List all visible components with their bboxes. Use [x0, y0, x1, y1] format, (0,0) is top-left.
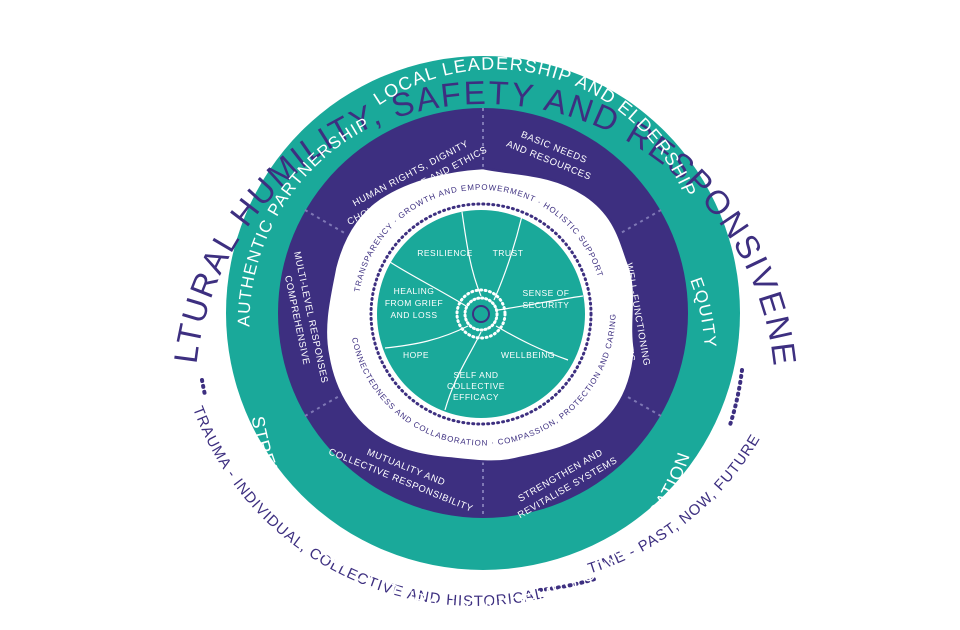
core-security-1: SENSE OF — [523, 288, 570, 298]
core-efficacy-3: EFFICACY — [453, 392, 499, 402]
core-efficacy-2: COLLECTIVE — [447, 381, 505, 391]
core-security-2: SECURITY — [523, 300, 570, 310]
core-resilience: RESILIENCE — [417, 248, 473, 258]
core-healing-1: HEALING — [394, 286, 435, 296]
center-dots — [455, 288, 507, 340]
dotted-ring — [369, 202, 593, 426]
core-healing-3: AND LOSS — [391, 310, 438, 320]
core-trust: TRUST — [493, 248, 524, 258]
core-dividers — [384, 211, 584, 411]
core-efficacy-1: SELF AND — [453, 370, 498, 380]
core-wellbeing: WELLBEING — [501, 350, 555, 360]
core-disc — [377, 210, 585, 418]
core-healing-2: FROM GRIEF — [385, 298, 443, 308]
bottom-dots — [538, 576, 600, 592]
left-dots — [200, 378, 207, 397]
right-dots — [728, 368, 744, 427]
core-hope: HOPE — [403, 350, 429, 360]
